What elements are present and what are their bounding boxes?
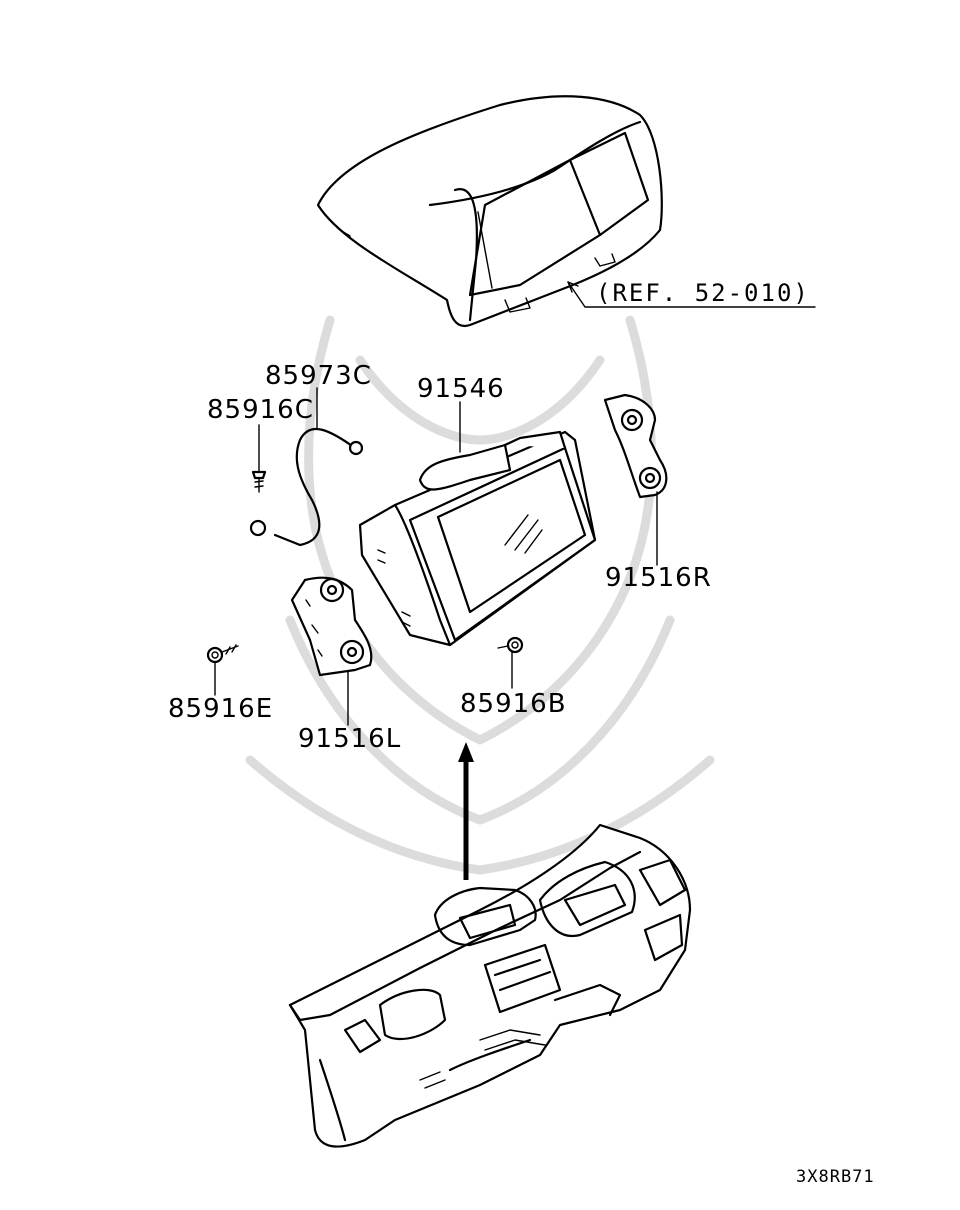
part-number-91516r: 91516R	[605, 563, 712, 593]
ground-cable	[249, 428, 364, 547]
location-arrow	[458, 742, 474, 880]
bracket-right	[603, 393, 668, 499]
diagram-code: 3X8RB71	[796, 1167, 875, 1187]
bracket-left	[290, 576, 373, 677]
screw-85916b	[497, 636, 524, 654]
reference-label: (REF. 52-010)	[596, 279, 810, 307]
part-number-85916e: 85916E	[168, 694, 273, 724]
display-unit	[358, 430, 597, 647]
meter-hood	[316, 95, 663, 328]
part-number-91516l: 91516L	[298, 724, 401, 754]
part-number-85916c: 85916C	[207, 395, 314, 425]
part-number-91546: 91546	[417, 374, 505, 404]
screw-85916c	[251, 470, 267, 493]
leader-lines	[214, 387, 658, 726]
part-number-85973c: 85973C	[265, 361, 372, 391]
reference-callout	[567, 281, 816, 308]
dashboard	[288, 823, 692, 1148]
part-number-85916b: 85916B	[460, 689, 567, 719]
screw-85916e	[206, 644, 239, 664]
